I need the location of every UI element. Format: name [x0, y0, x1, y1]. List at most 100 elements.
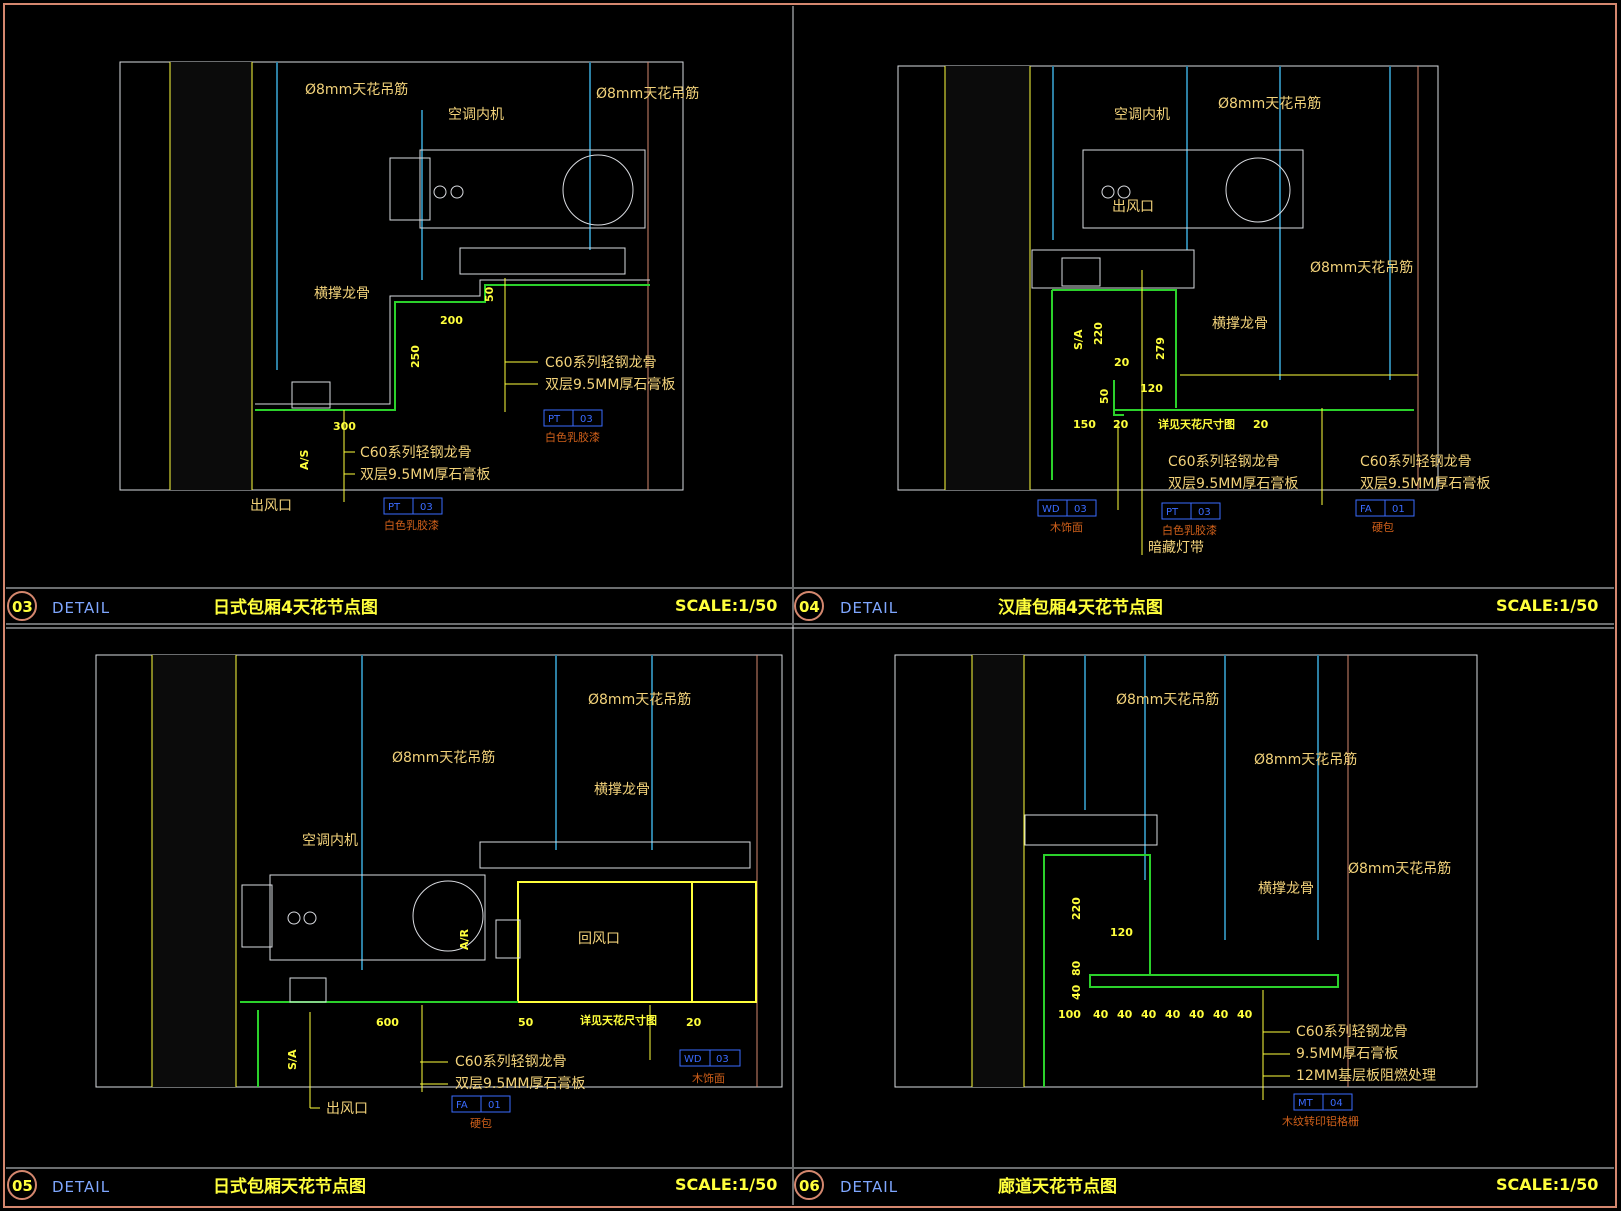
dim-40-3: 40 [1141, 1008, 1157, 1021]
ac-fan [1225, 157, 1291, 223]
material-tag: WD 03 木饰面 [1037, 499, 1097, 534]
label-cross-keel: 横撑龙骨 [1258, 881, 1314, 897]
dim-20b: 20 [1113, 418, 1129, 431]
label-air-outlet: 出风口 [250, 498, 292, 514]
dim-40-4: 40 [1165, 1008, 1181, 1021]
vlabel-sa: S/A [1072, 329, 1085, 350]
detail-scale: SCALE:1/50 [675, 596, 777, 615]
ceiling-board-inner [255, 279, 650, 405]
detail-number: 05 [12, 1177, 33, 1195]
ac-port [450, 185, 464, 199]
detail-label: DETAIL [840, 1178, 898, 1196]
label-plywood: 12MM基层板阻燃处理 [1296, 1067, 1436, 1084]
svg-text:木纹转印铝格栅: 木纹转印铝格栅 [1282, 1114, 1359, 1128]
label-c60-keel: C60系列轻钢龙骨 [545, 355, 657, 371]
svg-text:01: 01 [488, 1100, 501, 1111]
viewport-frame [95, 654, 783, 1088]
dim-300: 300 [333, 420, 356, 433]
ac-unit [419, 149, 646, 229]
dim-220: 220 [1070, 897, 1083, 920]
label-hanger-2: Ø8mm天花吊筋 [392, 749, 495, 766]
dim-note: 详见天花尺寸图 [1158, 417, 1235, 431]
vlabel-ar: A/R [458, 928, 471, 950]
label-hanger-1: Ø8mm天花吊筋 [1116, 691, 1219, 708]
detail-number-bubble [794, 1170, 824, 1200]
svg-text:硬包: 硬包 [470, 1117, 492, 1130]
light-box [1031, 249, 1195, 289]
label-hanger-3: Ø8mm天花吊筋 [1348, 860, 1451, 877]
material-tag: WD 03 木饰面 [679, 1049, 741, 1085]
svg-text:01: 01 [1392, 504, 1405, 515]
concrete-wall [945, 66, 1030, 490]
label-hidden-light: 暗藏灯带 [1148, 540, 1204, 556]
ac-unit [1082, 149, 1304, 229]
detail-label: DETAIL [840, 599, 898, 617]
detail-label: DETAIL [52, 1178, 110, 1196]
svg-text:MT: MT [1298, 1098, 1314, 1109]
svg-text:03: 03 [580, 414, 593, 425]
dim-40-6: 40 [1213, 1008, 1229, 1021]
ceiling-channel [1024, 814, 1158, 846]
dim-40-5: 40 [1189, 1008, 1205, 1021]
light-cove [1113, 380, 1124, 416]
dim-279: 279 [1154, 337, 1167, 360]
air-outlet [291, 381, 331, 409]
dim-600: 600 [376, 1016, 399, 1029]
label-hanger-1: Ø8mm天花吊筋 [588, 691, 691, 708]
dim-20c: 20 [1253, 418, 1269, 431]
label-c60-keel: C60系列轻钢龙骨 [1296, 1024, 1408, 1040]
ac-fan [562, 154, 634, 226]
svg-text:03: 03 [1074, 504, 1087, 515]
label-return-air: 回风口 [578, 931, 620, 947]
material-tag: FA 01 硬包 [1355, 499, 1415, 534]
viewport-frame [894, 654, 1478, 1088]
material-tag: FA 01 硬包 [451, 1095, 511, 1130]
panel-06: Ø8mm天花吊筋 Ø8mm天花吊筋 Ø8mm天花吊筋 横撑龙骨 C60系列轻钢龙… [794, 654, 1614, 1200]
dim-120: 120 [1110, 926, 1133, 939]
detail-number-bubble [7, 1170, 37, 1200]
title-bar: 05 DETAIL 日式包厢天花节点图 SCALE:1/50 [6, 1167, 792, 1200]
material-tag: PT 03 白色乳胶漆 [1161, 502, 1221, 537]
detail-label: DETAIL [52, 599, 110, 617]
label-ac-unit: 空调内机 [302, 833, 358, 849]
title-bar: 04 DETAIL 汉唐包厢4天花节点图 SCALE:1/50 [794, 587, 1614, 625]
label-cross-keel: 横撑龙骨 [314, 286, 370, 302]
svg-text:木饰面: 木饰面 [692, 1071, 725, 1085]
svg-text:03: 03 [716, 1054, 729, 1065]
label-gypsum: 9.5MM厚石膏板 [1296, 1045, 1398, 1062]
viewport-frame [119, 61, 684, 491]
detail-number: 03 [12, 598, 33, 616]
svg-text:PT: PT [1166, 507, 1179, 518]
svg-text:木饰面: 木饰面 [1050, 520, 1083, 534]
ac-port [1101, 185, 1115, 199]
svg-text:03: 03 [1198, 507, 1211, 518]
dim-200: 200 [440, 314, 463, 327]
label-gypsum: 双层9.5MM厚石膏板 [545, 376, 675, 393]
dim-80: 80 [1070, 960, 1083, 976]
concrete-wall [972, 655, 1024, 1087]
dim-50: 50 [1098, 388, 1111, 404]
panel-03: Ø8mm天花吊筋 Ø8mm天花吊筋 空调内机 横撑龙骨 C60系列轻钢龙骨 双层… [6, 61, 792, 625]
detail-title: 日式包厢天花节点图 [213, 1176, 366, 1197]
dim-220: 220 [1092, 322, 1105, 345]
label-c60-keel-2: C60系列轻钢龙骨 [360, 445, 472, 461]
detail-title: 汉唐包厢4天花节点图 [998, 597, 1163, 618]
box-frame [517, 881, 757, 1003]
label-cross-keel: 横撑龙骨 [594, 782, 650, 798]
label-hanger-2: Ø8mm天花吊筋 [1310, 259, 1413, 276]
label-c60-keel: C60系列轻钢龙骨 [455, 1054, 567, 1070]
detail-number-bubble [794, 591, 824, 621]
panel-05: Ø8mm天花吊筋 Ø8mm天花吊筋 横撑龙骨 空调内机 回风口 C60系列轻钢龙… [6, 654, 792, 1200]
label-gypsum-2: 双层9.5MM厚石膏板 [360, 466, 490, 483]
panel-04: 空调内机 Ø8mm天花吊筋 出风口 Ø8mm天花吊筋 横撑龙骨 C60系列轻钢龙… [794, 65, 1614, 625]
label-cross-keel: 横撑龙骨 [1212, 316, 1268, 332]
corridor-box [1043, 854, 1151, 1087]
label-c60-keel: C60系列轻钢龙骨 [1168, 454, 1280, 470]
svg-text:WD: WD [1042, 504, 1060, 515]
dim-120: 120 [1140, 382, 1163, 395]
detail-number: 04 [799, 598, 820, 616]
svg-text:WD: WD [684, 1054, 702, 1065]
label-air-outlet: 出风口 [1112, 199, 1154, 215]
dim-40-1: 40 [1093, 1008, 1109, 1021]
